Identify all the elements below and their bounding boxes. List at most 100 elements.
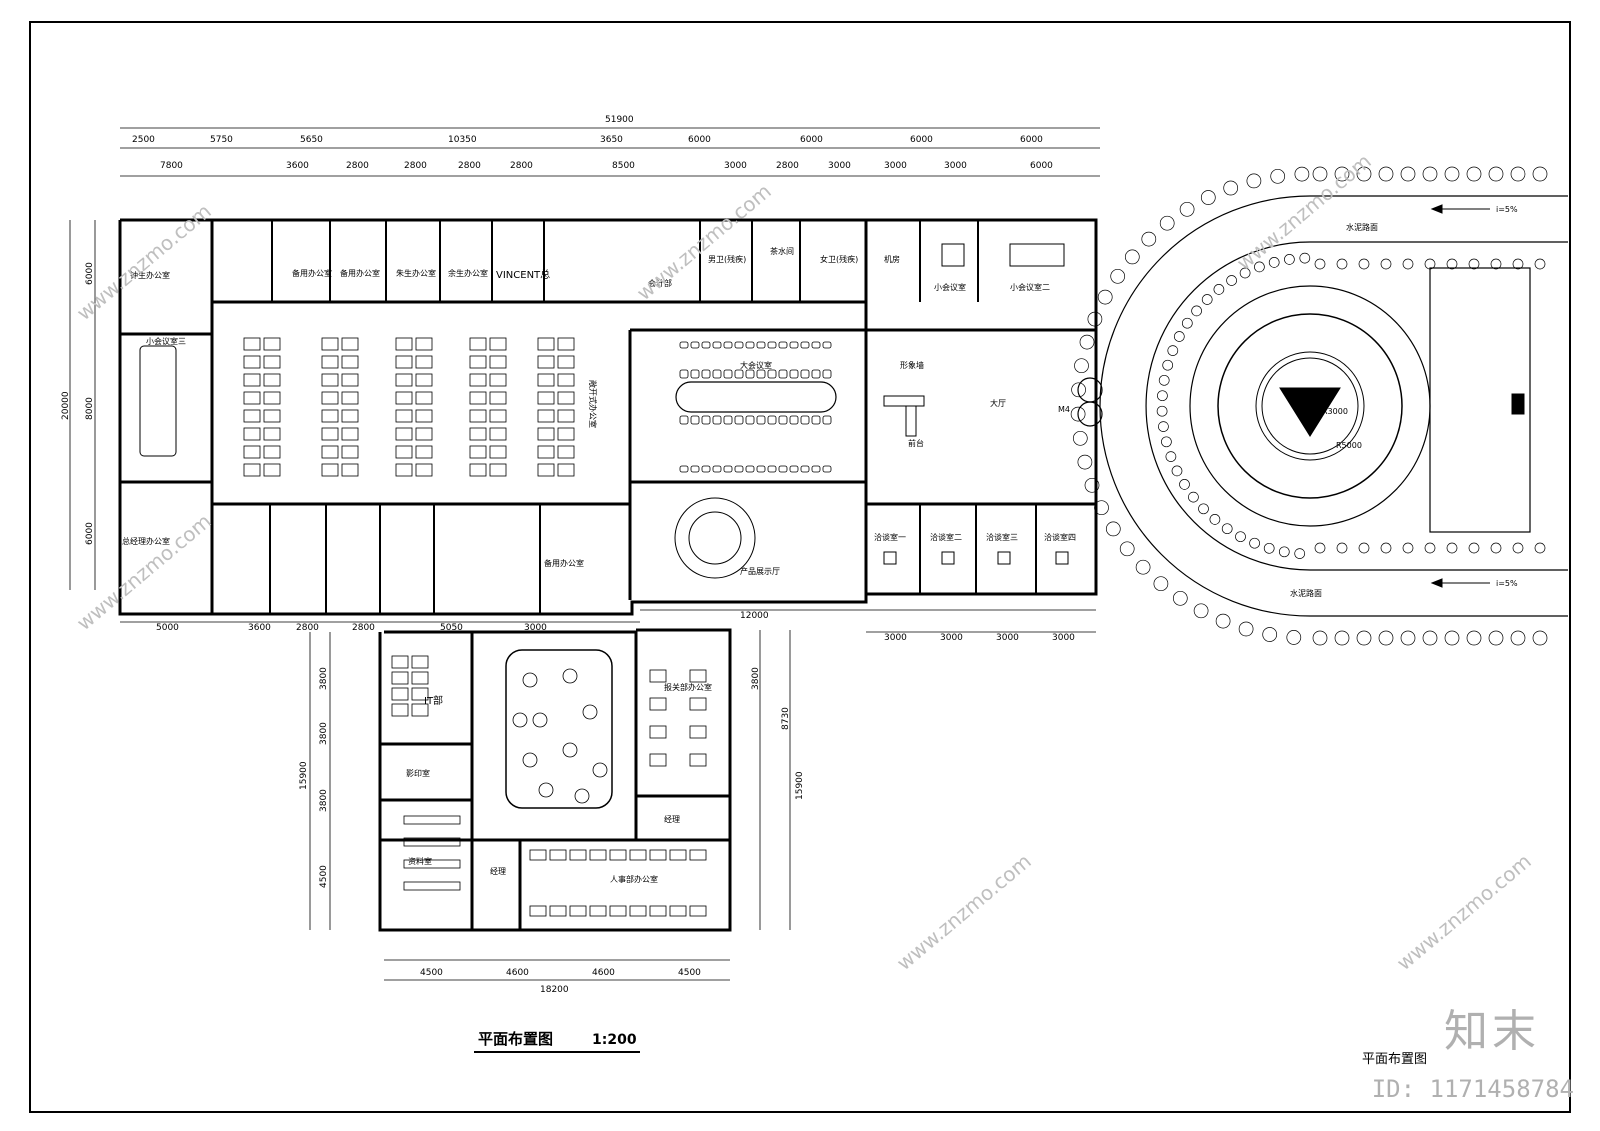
- tree: [1171, 465, 1183, 477]
- workstation: [263, 409, 281, 423]
- workstation: [243, 445, 261, 459]
- courtyard-plant: [522, 672, 538, 688]
- main-building-walls: [118, 218, 1098, 616]
- desk: [391, 655, 409, 669]
- dim-bottom-4: 5050: [440, 623, 463, 633]
- workstation: [263, 391, 281, 405]
- chair: [690, 341, 700, 349]
- tree: [1512, 542, 1524, 554]
- dim-lower-bottom-0: 4500: [420, 968, 443, 978]
- tree: [1358, 258, 1370, 270]
- room-label-showroom: 产品展示厅: [740, 566, 780, 576]
- top-dimension-lines: [120, 127, 1100, 177]
- workstation: [489, 373, 507, 387]
- lower-dimension-lines: [309, 630, 791, 981]
- workstation: [341, 391, 359, 405]
- tree: [1254, 261, 1265, 273]
- courtyard-plant: [562, 742, 578, 758]
- tree: [1167, 345, 1179, 356]
- dim-top1-7: 6000: [910, 135, 933, 145]
- room-label-lobby: 大厅: [990, 398, 1006, 408]
- dim-top2-0: 7800: [160, 161, 183, 171]
- dim-right-lower-3: 15900: [795, 771, 805, 800]
- dim-left-1: 6000: [85, 262, 95, 285]
- chair: [800, 465, 810, 473]
- workstation: [557, 445, 575, 459]
- chair: [723, 465, 733, 473]
- tree: [1336, 542, 1348, 554]
- tree: [1314, 258, 1326, 270]
- room-label-spare-2: 备用办公室: [340, 268, 380, 278]
- courtyard: [505, 649, 613, 809]
- dim-top2-7: 3000: [724, 161, 747, 171]
- desk: [411, 703, 429, 717]
- desk: [391, 671, 409, 685]
- reception-desk: [883, 395, 925, 437]
- workstation: [469, 373, 487, 387]
- tree: [1378, 166, 1394, 182]
- tree: [1424, 542, 1436, 554]
- room-label-mens-wc: 男卫(残疾): [708, 254, 746, 264]
- tree: [1179, 479, 1190, 490]
- tree: [1294, 548, 1306, 559]
- tree: [1158, 374, 1170, 386]
- door-label-m4: M4: [1058, 405, 1070, 414]
- room-label-chu: 朱生办公室: [396, 268, 436, 278]
- tree: [1226, 275, 1237, 286]
- chair: [712, 465, 722, 473]
- dim-lower-bottom-2: 4600: [592, 968, 615, 978]
- tree: [1161, 436, 1172, 448]
- courtyard-plant: [592, 762, 608, 778]
- tree: [1422, 166, 1438, 182]
- workstation: [557, 373, 575, 387]
- desk: [649, 753, 667, 767]
- workstation: [263, 373, 281, 387]
- courtyard-plant: [532, 712, 548, 728]
- chair: [756, 415, 766, 425]
- room-label-hr: 人事部办公室: [610, 874, 658, 884]
- room-label-meeting-2: 小会议室二: [1010, 282, 1050, 292]
- chair: [679, 415, 689, 425]
- tree: [1263, 542, 1275, 554]
- dim-lower-left-0: 3800: [319, 667, 329, 690]
- workstation: [321, 427, 339, 441]
- tree: [1262, 627, 1278, 642]
- workstation: [469, 445, 487, 459]
- tree: [1446, 258, 1458, 270]
- chair: [800, 369, 810, 379]
- drawing-scale: 1:200: [592, 1032, 637, 1048]
- dim-top2-10: 3000: [884, 161, 907, 171]
- desk: [649, 725, 667, 739]
- workstation: [537, 355, 555, 369]
- tree: [1286, 630, 1302, 645]
- desk: [689, 725, 707, 739]
- chair: [811, 465, 821, 473]
- tree: [1512, 258, 1524, 270]
- display-hall-circle: [674, 497, 756, 579]
- chair: [767, 341, 777, 349]
- workstation: [537, 391, 555, 405]
- workstation: [341, 427, 359, 441]
- workstation: [243, 463, 261, 477]
- bottom-dimension-lines: [120, 609, 1096, 633]
- workstation: [557, 355, 575, 369]
- room-label-neg-2: 洽谈室二: [930, 532, 962, 542]
- tree: [1191, 305, 1202, 317]
- workstation: [415, 463, 433, 477]
- workstation: [243, 355, 261, 369]
- tree: [1299, 252, 1311, 264]
- desk: [549, 905, 567, 917]
- workstation: [415, 337, 433, 351]
- workstation: [395, 445, 413, 459]
- desk: [649, 849, 667, 861]
- room-labels: 钟生办公室 备用办公室 备用办公室 朱生办公室 余生办公室 VINCENT总 会…: [122, 246, 1076, 576]
- workstation: [537, 409, 555, 423]
- room-label-reception: 前台: [908, 438, 924, 448]
- workstation: [489, 355, 507, 369]
- desk: [391, 703, 409, 717]
- dim-top2-12: 6000: [1030, 161, 1053, 171]
- workstation: [489, 337, 507, 351]
- tree: [1084, 477, 1100, 493]
- chair: [745, 415, 755, 425]
